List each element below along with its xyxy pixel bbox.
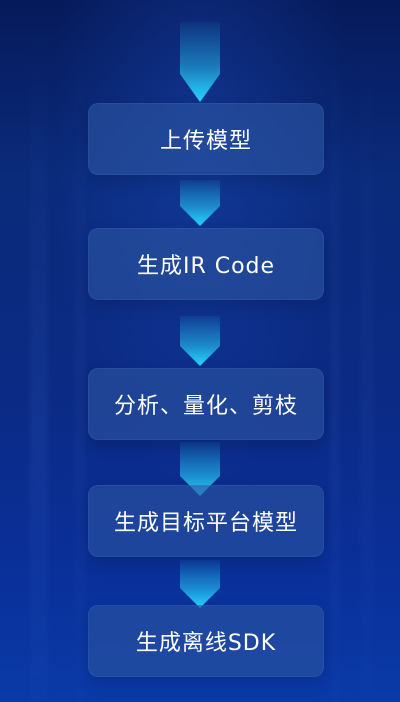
down-arrow-chevron-icon xyxy=(180,560,220,610)
down-arrow-chevron-icon xyxy=(180,180,220,228)
step-label: 生成IR Code xyxy=(136,254,276,279)
step-box-generate-ir-code: 生成IR Code xyxy=(88,228,324,300)
background-light-streak xyxy=(74,0,86,702)
step-label: 生成离线SDK xyxy=(135,631,277,656)
down-arrow-chevron-icon xyxy=(180,316,220,368)
background-light-streak xyxy=(330,0,340,702)
step-box-upload-model: 上传模型 xyxy=(88,103,324,175)
step-label: 上传模型 xyxy=(159,129,252,154)
down-arrow-chevron-icon xyxy=(180,22,220,104)
down-arrow-chevron-icon xyxy=(180,442,220,498)
step-label: 分析、量化、剪枝 xyxy=(113,394,298,419)
step-box-generate-offline-sdk: 生成离线SDK xyxy=(88,605,324,677)
step-box-generate-target-platform-model: 生成目标平台模型 xyxy=(88,485,324,557)
background-light-streak xyxy=(360,0,374,702)
background-light-streak xyxy=(30,0,48,702)
step-box-analyze-quantize-prune: 分析、量化、剪枝 xyxy=(88,368,324,440)
step-label: 生成目标平台模型 xyxy=(113,511,298,536)
